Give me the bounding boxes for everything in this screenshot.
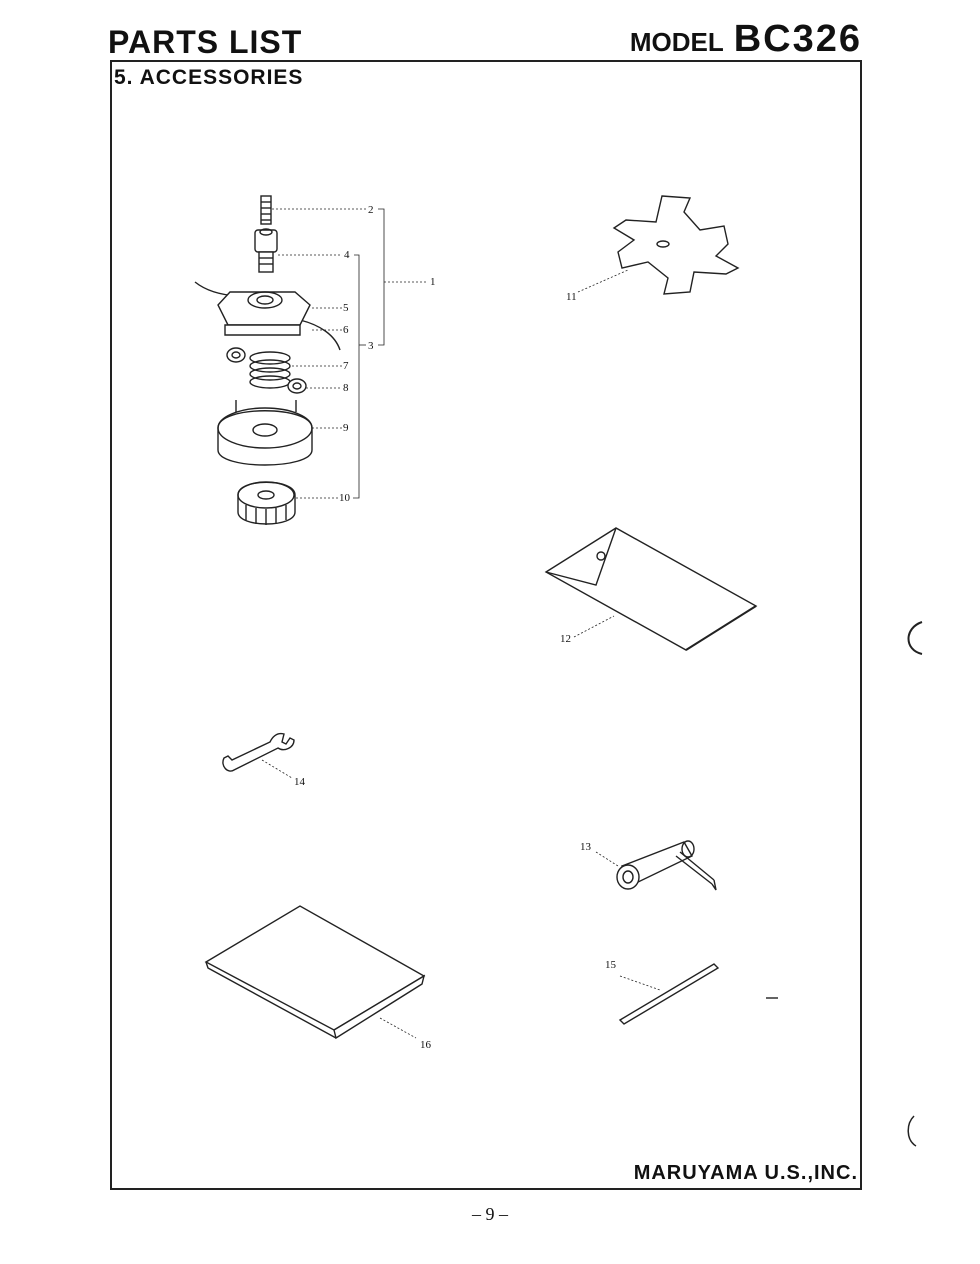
page-number: – 9 –: [472, 1204, 508, 1224]
callout-1: 1: [430, 276, 436, 288]
callout-5: 5: [343, 302, 349, 314]
callout-3: 3: [368, 340, 374, 352]
part-13-socket: [595, 840, 717, 891]
model-heading: MODEL BC326: [630, 18, 862, 61]
model-label: MODEL: [629, 27, 724, 57]
part-4-nut: [254, 228, 278, 273]
callout-6: 6: [343, 324, 349, 336]
page-title: PARTS LIST: [108, 24, 303, 60]
diagram-frame: [110, 60, 862, 1190]
part-15-rod: [618, 963, 720, 1025]
callout-4: 4: [344, 249, 350, 261]
model-number: BC326: [733, 18, 862, 60]
callout-2: 2: [368, 204, 374, 216]
callout-11: 11: [566, 291, 577, 303]
section-title: 5. ACCESSORIES: [114, 66, 304, 89]
part-9-housing: [217, 400, 313, 466]
part-8-eyelets: [226, 347, 307, 394]
part-12-bag: [544, 527, 758, 651]
callout-14: 14: [294, 776, 306, 788]
part-7-spring: [249, 351, 291, 389]
leader-lines-head: [272, 208, 428, 499]
part-5-6-spool: [194, 281, 341, 351]
part-14-wrench: [222, 732, 295, 779]
part-16-manual: [204, 905, 426, 1040]
callout-12: 12: [560, 633, 571, 645]
callout-13: 13: [580, 841, 592, 853]
callout-16: 16: [420, 1039, 432, 1051]
callout-15: 15: [605, 959, 617, 971]
callout-9: 9: [343, 422, 349, 434]
part-10-knob: [237, 481, 296, 525]
callout-8: 8: [343, 382, 349, 394]
company-name: MARUYAMA U.S.,INC.: [633, 1162, 858, 1184]
part-11-blade: [577, 195, 740, 295]
callout-7: 7: [343, 360, 349, 372]
callout-10: 10: [339, 492, 351, 504]
part-2-bolt: [260, 195, 272, 225]
